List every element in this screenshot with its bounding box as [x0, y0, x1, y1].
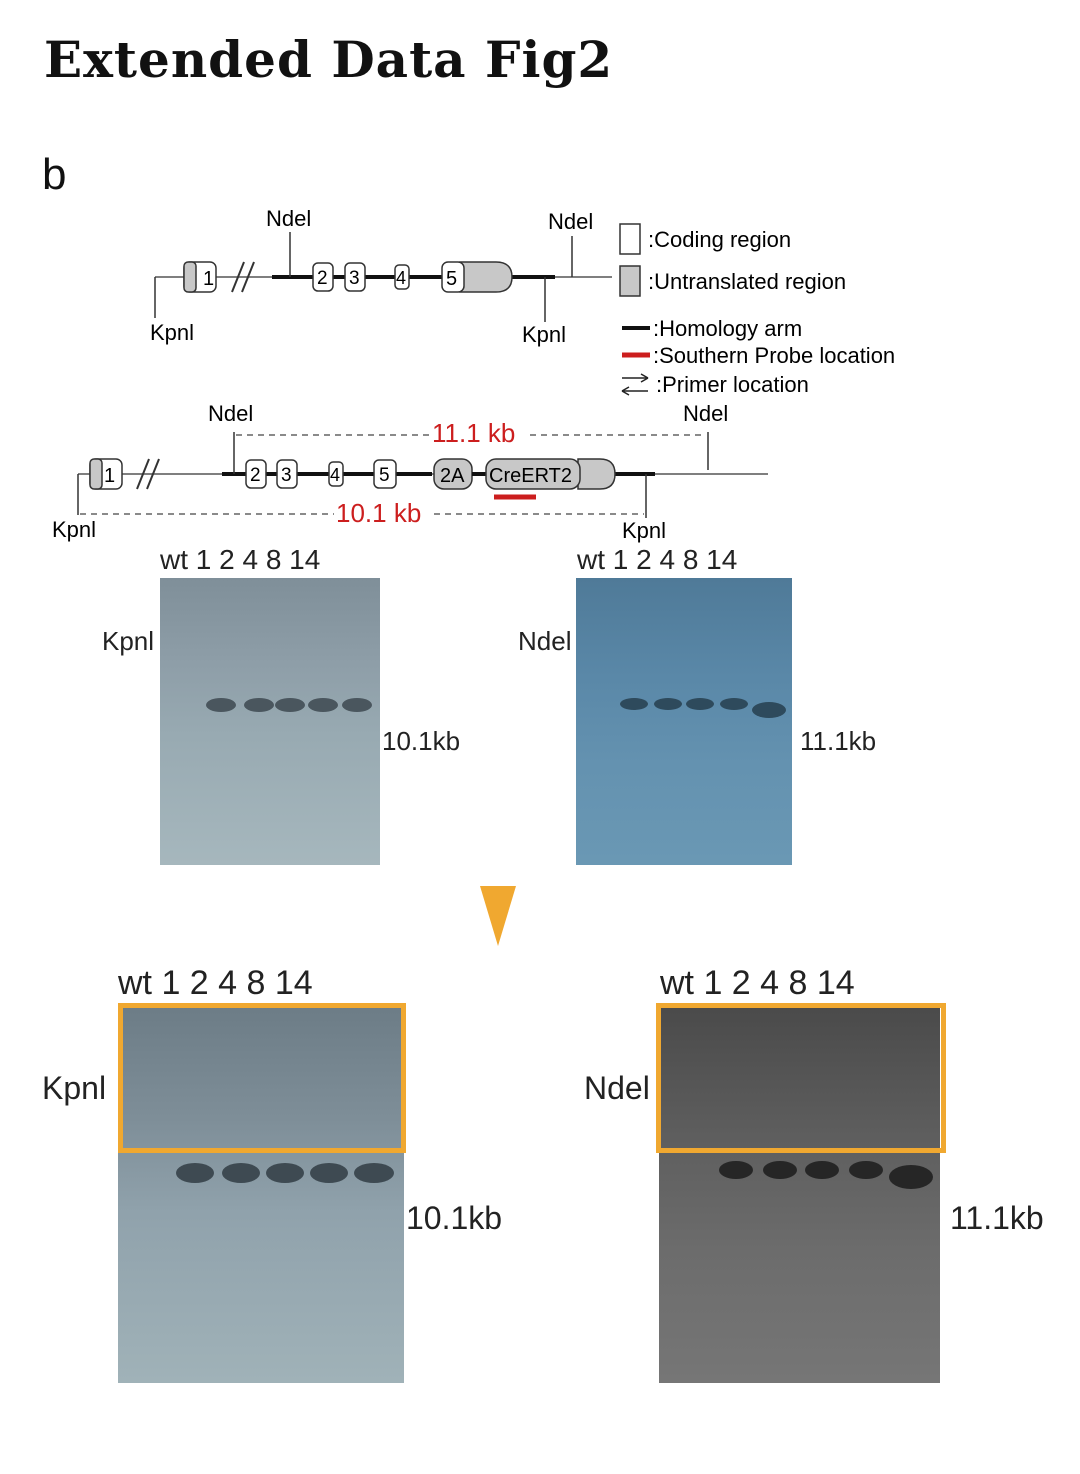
- exon-label: 3: [281, 465, 292, 486]
- legend-utr: :Untranslated region: [648, 269, 846, 294]
- blot-enzyme-label: Ndel: [584, 1070, 650, 1106]
- blot-band: [354, 1163, 394, 1183]
- lane-labels: wt 1 2 4 8 14: [660, 964, 855, 1002]
- blot-band: [805, 1161, 839, 1179]
- blot-size-label: 11.1kb: [800, 726, 877, 756]
- blot-enzyme-label: Kpnl: [102, 626, 155, 656]
- exon-label: 4: [330, 465, 340, 485]
- blot-size-label: 11.1kb: [950, 1200, 1044, 1236]
- blot-band: [244, 698, 274, 712]
- blot-size-label: 10.1kb: [382, 726, 461, 756]
- kpnl-fragment-size: 10.1 kb: [336, 498, 421, 528]
- ndel-site-label: Ndel: [266, 206, 311, 231]
- blot-band: [686, 698, 714, 710]
- legend-probe: :Southern Probe location: [653, 343, 895, 368]
- blot-band: [654, 698, 682, 710]
- wildtype-allele: 1 2 3 4 5 Ndel Ndel Kpnl Kpnl: [150, 206, 612, 347]
- ndel-blot-zoom-image: [659, 1005, 940, 1383]
- lane-labels: wt 1 2 4 8 14: [577, 544, 738, 575]
- ndel-site-label: Ndel: [548, 209, 593, 234]
- exon-label: 1: [104, 465, 115, 487]
- ndel-fragment-size: 11.1 kb: [432, 418, 515, 448]
- exon-label: 1: [203, 268, 214, 290]
- blot-band: [889, 1165, 933, 1189]
- kpnl-site-label: Kpnl: [150, 320, 194, 345]
- kpnl-blot-image: [160, 578, 380, 865]
- blot-size-label: 10.1kb: [406, 1200, 503, 1236]
- blot-band: [206, 698, 236, 712]
- figure-title: Extended Data Fig2: [44, 30, 614, 89]
- blot-enzyme-label: Ndel: [518, 626, 572, 656]
- blot-band: [222, 1163, 260, 1183]
- exon-label: 5: [446, 268, 457, 290]
- kpnl-site-label: Kpnl: [522, 322, 566, 347]
- coding-region-swatch: [619, 223, 641, 255]
- exon-label: 4: [396, 268, 406, 288]
- cassette-label: CreERT2: [489, 465, 572, 487]
- utr-swatch: [619, 265, 641, 297]
- legend-homology: :Homology arm: [653, 316, 802, 341]
- legend-primer: :Primer location: [656, 372, 809, 397]
- blot-band: [266, 1163, 304, 1183]
- exon-label: 2: [317, 268, 328, 289]
- panel-label: b: [42, 150, 67, 199]
- ndel-site-label: Ndel: [208, 401, 253, 426]
- blot-band: [342, 698, 372, 712]
- kpnl-blot-zoom-image: [118, 1005, 404, 1383]
- blot-band: [308, 698, 338, 712]
- break-mark: [231, 261, 245, 293]
- kpnl-site-label: Kpnl: [622, 518, 666, 543]
- gene-targeting-diagram: 1 2 3 4 5 Ndel Ndel Kpnl Kpnl :Coding re…: [52, 206, 895, 543]
- break-mark: [136, 458, 150, 490]
- targeted-allele: 1 2 3 4 5 2A CreERT2 Ndel Ndel Kpnl Kpnl…: [52, 401, 768, 543]
- exon-label: 2: [250, 465, 261, 486]
- diagram-legend: :Coding region :Untranslated region :Hom…: [619, 223, 895, 397]
- blot-band: [176, 1163, 214, 1183]
- blot-band: [763, 1161, 797, 1179]
- ndel-blot-image: [576, 578, 792, 865]
- legend-coding: :Coding region: [648, 227, 791, 252]
- blot-band: [849, 1161, 883, 1179]
- kpnl-site-label: Kpnl: [52, 517, 96, 542]
- blot-enzyme-label: Kpnl: [42, 1070, 107, 1106]
- blot-band: [620, 698, 648, 710]
- exon-label: 3: [349, 268, 360, 289]
- lane-labels: wt 1 2 4 8 14: [160, 544, 321, 575]
- highlight-box: [656, 1003, 946, 1153]
- primer-arrows-icon: [621, 373, 649, 396]
- blot-band: [275, 698, 305, 712]
- creert2-element: [485, 458, 581, 490]
- cassette-label: 2A: [440, 465, 465, 487]
- exon-label: 5: [379, 465, 390, 486]
- ndel-site-label: Ndel: [683, 401, 728, 426]
- blot-band: [720, 698, 748, 710]
- blot-band: [310, 1163, 348, 1183]
- blot-band: [752, 702, 786, 718]
- highlight-box: [118, 1003, 406, 1153]
- lane-labels: wt 1 2 4 8 14: [118, 964, 313, 1002]
- blot-band: [719, 1161, 753, 1179]
- down-arrow-icon: [480, 886, 516, 946]
